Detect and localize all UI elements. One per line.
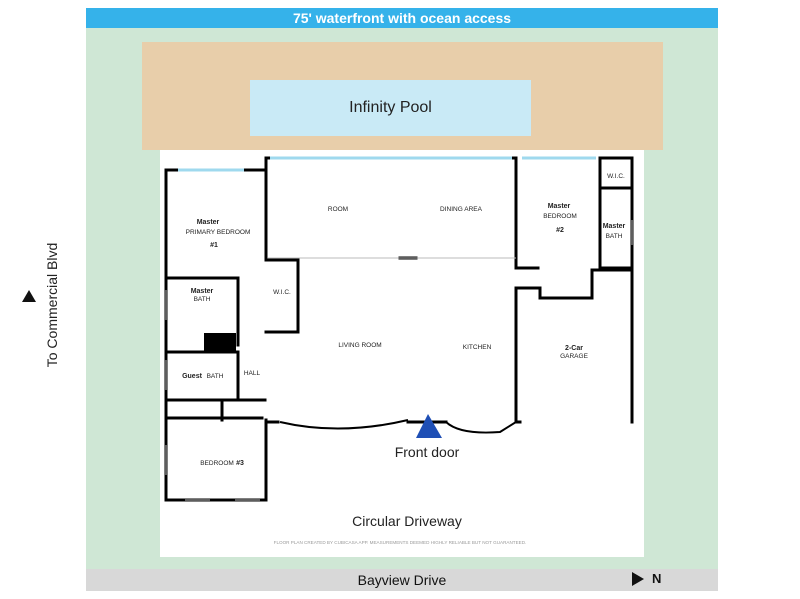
living-room-label: LIVING ROOM bbox=[338, 342, 381, 349]
guest-bath-subtitle: BATH bbox=[207, 373, 224, 380]
front-door-marker-icon bbox=[416, 414, 442, 438]
master-bed2-subtitle: BEDROOM bbox=[543, 213, 577, 220]
dining-label: DINING AREA bbox=[440, 206, 483, 213]
master-bath2-subtitle: BATH bbox=[606, 233, 623, 240]
kitchen-label: KITCHEN bbox=[463, 344, 492, 351]
wic-right-label: W.I.C. bbox=[607, 173, 625, 180]
wic-left-label: W.I.C. bbox=[273, 289, 291, 296]
master-bed-number: #1 bbox=[210, 242, 218, 249]
bedroom3-number: #3 bbox=[236, 460, 244, 467]
front-door-label: Front door bbox=[395, 444, 460, 460]
north-label: N bbox=[652, 571, 662, 586]
disclaimer-text: FLOOR PLAN CREATED BY CUBICASA APP. MEAS… bbox=[274, 540, 527, 545]
master-bath-title: Master bbox=[191, 288, 214, 295]
room-label: ROOM bbox=[328, 206, 348, 213]
waterfront-banner: 75' waterfront with ocean access bbox=[86, 8, 718, 28]
bay-window-left bbox=[279, 419, 409, 430]
master-bed2-title: Master bbox=[548, 203, 571, 210]
windows bbox=[178, 156, 596, 172]
driveway-label: Circular Driveway bbox=[352, 513, 462, 529]
garage-subtitle: GARAGE bbox=[560, 353, 588, 360]
master-bed-title: Master bbox=[197, 219, 220, 226]
floor-plan: Master PRIMARY BEDROOM #1 Master BATH W.… bbox=[160, 150, 644, 557]
closet-block bbox=[204, 333, 236, 353]
infinity-pool: Infinity Pool bbox=[250, 80, 531, 136]
bay-window-right bbox=[445, 421, 517, 434]
master-bed2-number: #2 bbox=[556, 227, 564, 234]
garage-title: 2-Car bbox=[565, 345, 583, 352]
arrow-up-icon bbox=[22, 290, 36, 302]
walls bbox=[164, 156, 634, 502]
side-road-label: To Commercial Blvd bbox=[44, 242, 60, 368]
master-bed-subtitle: PRIMARY BEDROOM bbox=[186, 229, 251, 236]
hall-label: HALL bbox=[244, 370, 261, 377]
guest-bath-title: Guest bbox=[182, 373, 203, 380]
bedroom3-title: BEDROOM bbox=[200, 460, 234, 467]
master-bath-subtitle: BATH bbox=[194, 296, 211, 303]
bayview-road: Bayview Drive bbox=[86, 569, 718, 591]
floor-plan-drawing: Master PRIMARY BEDROOM #1 Master BATH W.… bbox=[164, 156, 634, 545]
arrow-right-icon bbox=[632, 572, 644, 586]
master-bath2-title: Master bbox=[603, 223, 626, 230]
